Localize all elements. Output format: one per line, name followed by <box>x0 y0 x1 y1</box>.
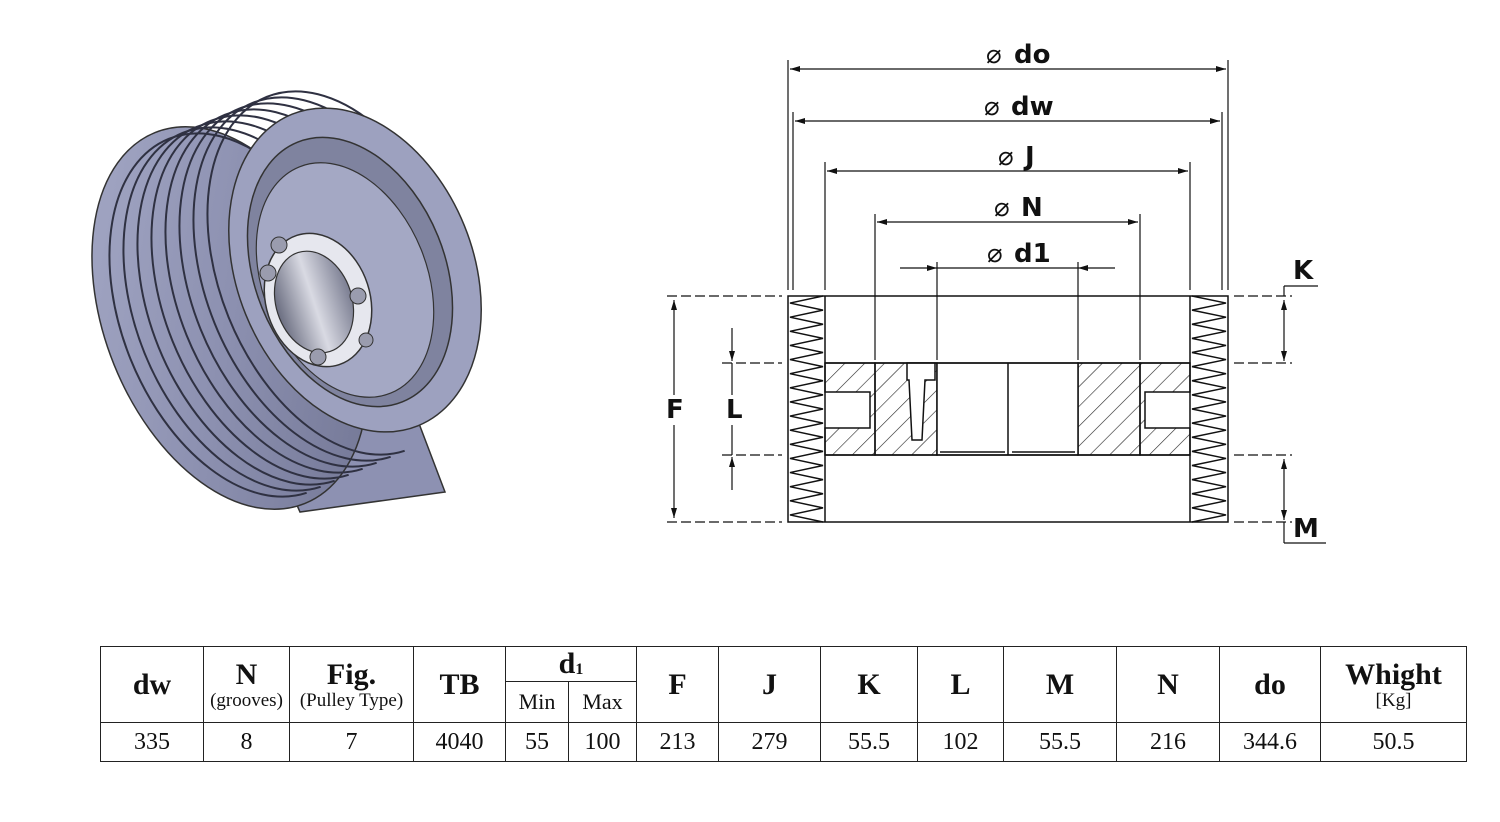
drawing-outline <box>787 295 1229 523</box>
col-header-d1-min: Min <box>505 681 569 723</box>
groove-line <box>108 132 372 498</box>
cell-d1-max: 100 <box>568 722 637 762</box>
cell-fig: 7 <box>289 722 414 762</box>
groove-profile <box>789 295 824 523</box>
label-l: L <box>726 395 743 425</box>
col-header-weight: Whight[Kg] <box>1320 646 1467 723</box>
cell-m: 55.5 <box>1003 722 1117 762</box>
col-header-n-grooves: N(grooves) <box>203 646 290 723</box>
label-d1: d1 <box>1014 239 1051 269</box>
diameter-symbol: ⌀ <box>994 193 1010 223</box>
groove-profile <box>1191 295 1227 523</box>
groove-line <box>206 90 470 456</box>
col-header-n: N <box>1116 646 1220 723</box>
label-j: J <box>1023 142 1035 172</box>
cell-k: 55.5 <box>820 722 918 762</box>
diameter-symbol: ⌀ <box>986 40 1002 70</box>
col-header-j: J <box>718 646 821 723</box>
diameter-symbol: ⌀ <box>987 239 1003 269</box>
groove-line <box>122 126 386 492</box>
groove-line <box>164 108 428 474</box>
diameter-symbol: ⌀ <box>998 142 1014 172</box>
cell-tb: 4040 <box>413 722 506 762</box>
label-k: K <box>1293 256 1314 286</box>
diameter-symbol: ⌀ <box>984 92 1000 122</box>
groove-line <box>136 120 400 486</box>
table-row: 335 8 7 4040 55 100 213 279 55.5 102 55.… <box>100 722 1467 762</box>
pulley-grooves <box>108 90 470 498</box>
dimension-labels: ⌀ do ⌀ dw ⌀ J ⌀ N ⌀ d1 K F L M <box>666 40 1319 544</box>
col-header-d1: d1 <box>505 646 637 682</box>
col-header-k: K <box>820 646 918 723</box>
pulley-body <box>91 90 482 513</box>
label-n: N <box>1021 193 1043 223</box>
cell-l: 102 <box>917 722 1004 762</box>
cell-f: 213 <box>636 722 719 762</box>
col-header-do: do <box>1219 646 1321 723</box>
cell-do: 344.6 <box>1219 722 1321 762</box>
groove-line <box>150 114 414 480</box>
groove-line <box>192 96 456 462</box>
dimension-lines <box>667 60 1326 544</box>
label-do: do <box>1014 40 1050 70</box>
col-header-d1-max: Max <box>568 681 637 723</box>
spec-table: dw N(grooves) Fig.(Pulley Type) TB d1 F … <box>100 646 1467 762</box>
label-f: F <box>666 395 684 425</box>
col-header-dw: dw <box>100 646 204 723</box>
groove-line <box>178 102 442 468</box>
cell-n: 216 <box>1116 722 1220 762</box>
label-dw: dw <box>1011 92 1054 122</box>
col-header-m: M <box>1003 646 1117 723</box>
col-header-tb: TB <box>413 646 506 723</box>
label-m: M <box>1293 514 1319 544</box>
cell-weight: 50.5 <box>1320 722 1467 762</box>
cell-d1-min: 55 <box>505 722 569 762</box>
col-header-f: F <box>636 646 719 723</box>
col-header-fig: Fig.(Pulley Type) <box>289 646 414 723</box>
cell-n-grooves: 8 <box>203 722 290 762</box>
table-header-row: dw N(grooves) Fig.(Pulley Type) TB d1 F … <box>100 646 1467 723</box>
cell-dw: 335 <box>100 722 204 762</box>
cell-j: 279 <box>718 722 821 762</box>
col-header-l: L <box>917 646 1004 723</box>
